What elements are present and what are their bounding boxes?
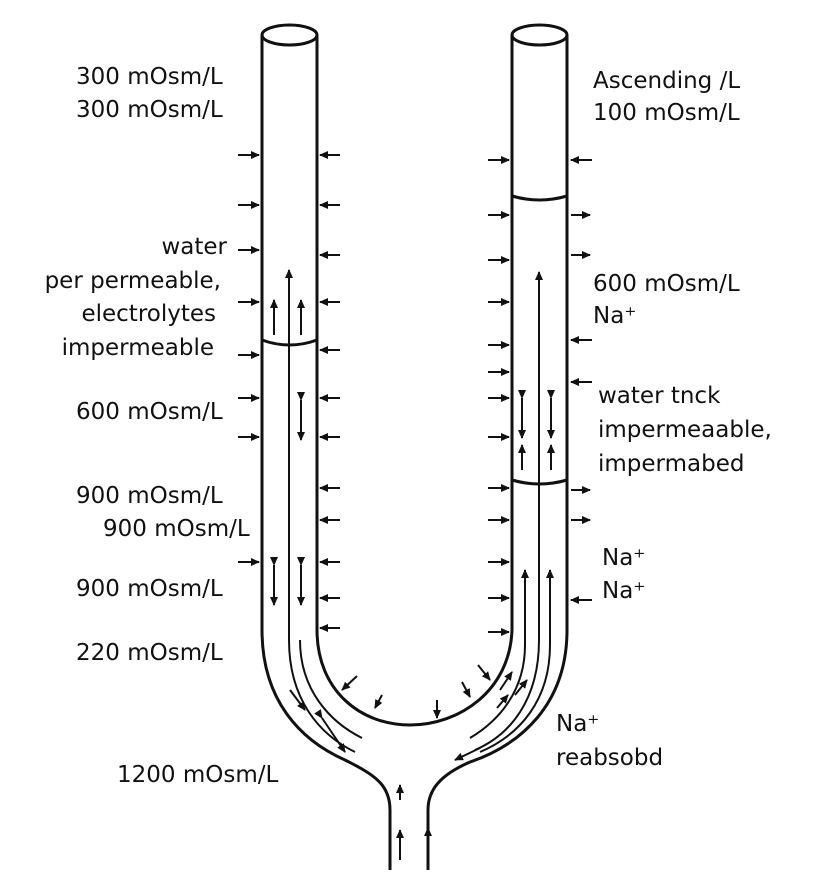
descending-limb-inner-wall [315, 35, 514, 727]
descending-description-impermeable: impermeable [61, 335, 214, 361]
flow-arrow-55 [341, 675, 358, 691]
descending-description-water: water [161, 234, 227, 260]
left-osm-label-900-c: 900 mOsm/L [76, 576, 223, 602]
flow-arrow-60 [314, 709, 346, 753]
left-osm-label-900-b: 900 mOsm/L [103, 516, 250, 542]
right-sodium-label-3: Na⁺ [602, 578, 646, 604]
flow-arrows [238, 151, 592, 865]
ascending-inner-channel-1 [474, 280, 540, 751]
ascending-description-impermabed: impermabed [598, 451, 745, 477]
inner-flow-lines [288, 280, 551, 753]
descending-limb-top [260, 23, 319, 47]
left-osm-label-2: 300 mOsm/L [76, 97, 223, 123]
flow-arrow-56 [374, 694, 383, 709]
descending-description-electrolytes: electrolytes [81, 301, 216, 327]
ascending-inner-channel-3 [479, 575, 551, 753]
flow-arrow-62 [499, 671, 513, 691]
ascending-limb-outer-wall [426, 35, 569, 870]
descending-description-permeable: per permeable, [44, 268, 221, 294]
flow-arrow-63 [514, 679, 528, 696]
right-osm-label-600: 600 mOsm/L [593, 271, 740, 297]
right-sodium-label-4: Na⁺ [556, 711, 600, 737]
flow-arrow-64 [496, 694, 509, 709]
bottom-osm-label-1200: 1200 mOsm/L [117, 762, 279, 788]
flow-arrow-59 [477, 664, 491, 681]
ascending-inner-channel-2 [469, 575, 526, 739]
left-osm-label-1: 300 mOsm/L [76, 64, 223, 90]
ascending-label: Ascending /L [593, 68, 741, 94]
flow-arrow-65 [454, 747, 481, 761]
left-osm-label-900-a: 900 mOsm/L [76, 483, 223, 509]
ascending-description-water: water tnck [598, 383, 721, 409]
right-sodium-label-1: Na⁺ [593, 303, 637, 329]
ascending-band-top [511, 194, 568, 202]
right-osm-label-100: 100 mOsm/L [593, 100, 740, 126]
reabsorbed-label: reabsobd [556, 745, 664, 771]
right-sodium-label-2: Na⁺ [602, 545, 646, 571]
flow-arrow-58 [461, 681, 471, 698]
left-osm-label-220: 220 mOsm/L [76, 640, 223, 666]
flow-arrow-61 [289, 689, 306, 711]
descending-limb-outer-wall [260, 35, 392, 870]
left-osm-label-600: 600 mOsm/L [76, 399, 223, 425]
descending-inner-channel-2 [299, 639, 363, 739]
ascending-description-impermeable: impermeaable, [598, 417, 772, 443]
ascending-limb-top [510, 23, 569, 47]
descending-inner-channel-1 [288, 285, 356, 753]
